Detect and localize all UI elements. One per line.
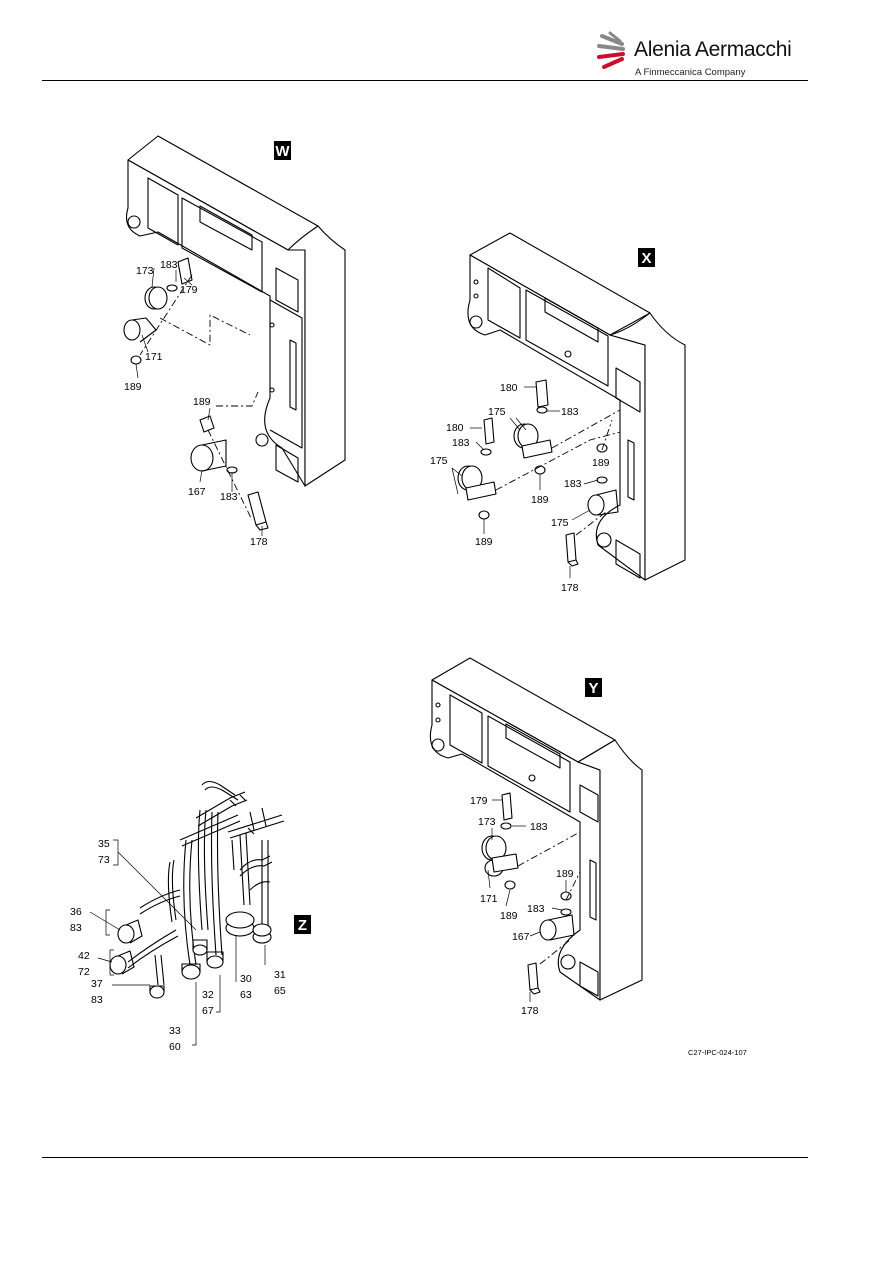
callout-y-179: 179	[470, 795, 488, 807]
callout-w-189-b: 189	[193, 396, 211, 408]
callout-w-167: 167	[188, 486, 206, 498]
view-w-parts	[123, 257, 269, 531]
callout-z-31: 31	[274, 969, 286, 981]
view-z-connectors	[109, 911, 272, 999]
callout-z-65: 65	[274, 985, 286, 997]
svg-text:Y: Y	[588, 680, 598, 697]
callout-z-83-a: 83	[70, 922, 82, 934]
callout-x-183-a: 183	[561, 406, 579, 418]
view-z-harness	[127, 780, 285, 986]
view-y-dash-lines	[517, 831, 581, 965]
callout-w-178: 178	[250, 536, 268, 548]
view-y-parts	[481, 792, 575, 995]
callout-x-189-c: 189	[475, 536, 493, 548]
callout-w-183: 183	[160, 259, 178, 271]
view-z-tag: Z	[294, 915, 311, 934]
callout-x-175-a: 175	[488, 406, 506, 418]
callout-z-36: 36	[70, 906, 82, 918]
view-z-leaders	[89, 839, 266, 1046]
svg-text:X: X	[641, 250, 651, 267]
view-y-bracket	[429, 657, 643, 1001]
svg-text:W: W	[275, 143, 290, 160]
callout-y-167: 167	[512, 931, 530, 943]
view-y-tag: Y	[585, 678, 602, 697]
view-x-tag: X	[638, 248, 655, 267]
callout-x-175-c: 175	[551, 517, 569, 529]
callout-x-178: 178	[561, 582, 579, 594]
figure-reference: C27-IPC-024-107	[688, 1048, 747, 1057]
callout-x-189-b: 189	[592, 457, 610, 469]
logo-mark-icon	[597, 31, 625, 69]
callout-y-189-b: 189	[500, 910, 518, 922]
svg-text:Z: Z	[298, 917, 307, 934]
callout-z-42: 42	[78, 950, 90, 962]
callout-w-189-a: 189	[124, 381, 142, 393]
view-y-leaders	[487, 799, 567, 1002]
view-x-dash-lines	[495, 409, 621, 536]
callout-x-180-a: 180	[500, 382, 518, 394]
view-w-leaders	[135, 267, 263, 536]
callout-z-37: 37	[91, 978, 103, 990]
callout-y-189-a: 189	[556, 868, 574, 880]
callout-y-171: 171	[480, 893, 498, 905]
callout-z-30: 30	[240, 973, 252, 985]
callout-y-183-b: 183	[527, 903, 545, 915]
callout-z-83-b: 83	[91, 994, 103, 1006]
callout-z-35: 35	[98, 838, 110, 850]
view-x-parts	[457, 379, 619, 567]
callout-x-189-a: 189	[531, 494, 549, 506]
view-w-bracket	[125, 135, 346, 487]
view-w-dash-lines	[139, 274, 259, 521]
callout-z-60: 60	[169, 1041, 181, 1053]
callout-w-183-b: 183	[220, 491, 238, 503]
callout-z-32: 32	[202, 989, 214, 1001]
callout-x-180-b: 180	[446, 422, 464, 434]
callout-w-173: 173	[136, 265, 154, 277]
callout-z-73: 73	[98, 854, 110, 866]
callout-w-171: 171	[145, 351, 163, 363]
callout-y-178: 178	[521, 1005, 539, 1017]
callout-z-67: 67	[202, 1005, 214, 1017]
view-x-leaders	[451, 386, 602, 578]
company-logo: Alenia Aermacchi A Finmeccanica Company	[596, 30, 796, 82]
callout-x-183-c: 183	[564, 478, 582, 490]
callout-x-175-b: 175	[430, 455, 448, 467]
view-x-bracket	[467, 232, 686, 581]
footer-rule	[42, 1157, 808, 1158]
company-tagline: A Finmeccanica Company	[635, 67, 746, 78]
company-name: Alenia Aermacchi	[634, 38, 792, 61]
header-rule	[42, 80, 808, 81]
callout-y-173: 173	[478, 816, 496, 828]
callout-x-183-b: 183	[452, 437, 470, 449]
view-w-tag: W	[274, 141, 291, 160]
callout-w-179: 179	[180, 284, 198, 296]
callout-y-183-a: 183	[530, 821, 548, 833]
callout-z-63: 63	[240, 989, 252, 1001]
callout-z-33: 33	[169, 1025, 181, 1037]
callout-z-72: 72	[78, 966, 90, 978]
